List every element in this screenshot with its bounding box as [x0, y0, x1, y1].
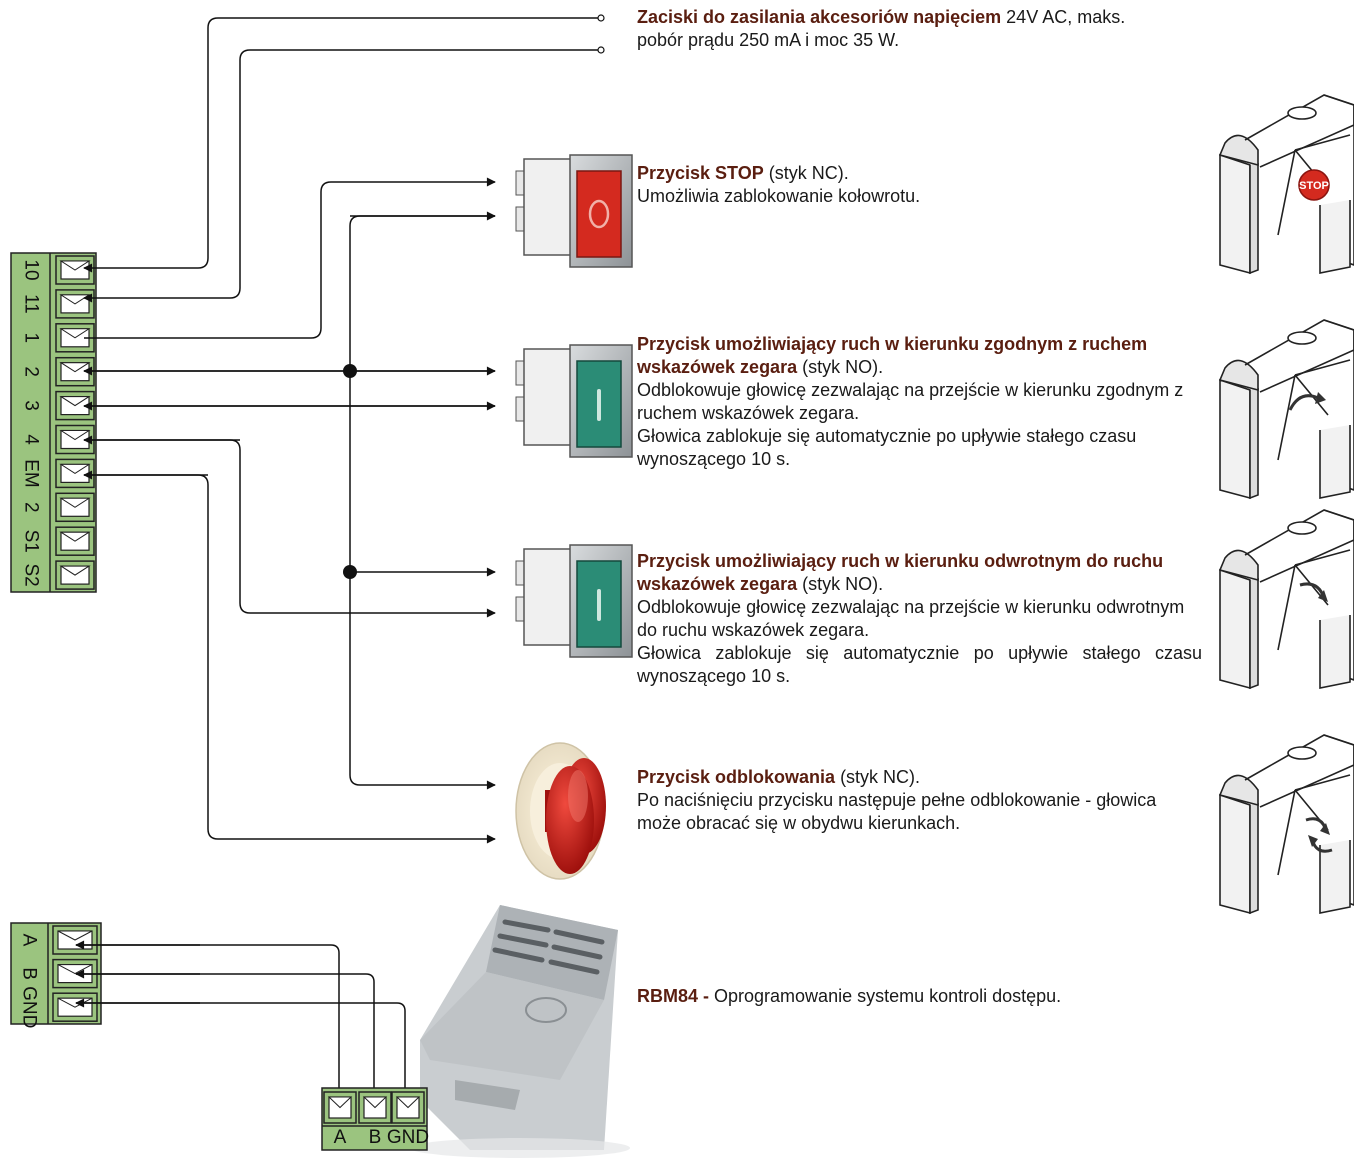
- rbm84-desc: Oprogramowanie systemu kontroli dostępu.: [709, 986, 1062, 1006]
- clockwise-text: Przycisk umożliwiający ruch w kierunku z…: [637, 333, 1202, 471]
- accessories-desc: pobór prądu 250 mA i moc 35 W.: [637, 30, 900, 50]
- accessories-title: Zaciski do zasilania akcesoriów napięcie…: [637, 7, 1002, 27]
- terminal-cell-10: [55, 560, 95, 590]
- counterclockwise-desc-2: Głowica zablokuje się automatycznie po u…: [637, 643, 1202, 686]
- rbm84-text: RBM84 - Oprogramowanie systemu kontroli …: [637, 985, 1197, 1008]
- wire-terminal-1: [84, 177, 496, 339]
- bus-cell-a: [52, 925, 98, 955]
- bus-cell-gnd: [52, 992, 98, 1022]
- module-label: GND: [387, 1127, 429, 1148]
- module-cell-a: [323, 1091, 357, 1124]
- release-title-suffix: (styk NC).: [835, 767, 921, 787]
- release-button-image: [515, 742, 606, 880]
- terminal-cell-7: [55, 458, 95, 489]
- turnstile-illustrations: STOP: [1218, 94, 1354, 915]
- terminal-label: S2: [21, 563, 42, 586]
- terminal-cell-8: [55, 492, 95, 523]
- counterclockwise-text: Przycisk umożliwiający ruch w kierunku o…: [637, 550, 1202, 688]
- stop-title: Przycisk STOP: [637, 163, 764, 183]
- clockwise-title-1: Przycisk umożliwiający ruch w kierunku z…: [637, 334, 1148, 354]
- stop-text: Przycisk STOP (styk NC). Umożliwia zablo…: [637, 162, 1197, 208]
- clockwise-button-image: [515, 344, 633, 458]
- terminal-cell-1: [55, 255, 95, 285]
- turnstile-stop: STOP: [1218, 94, 1354, 275]
- junction-dot: [343, 565, 357, 579]
- terminal-label: 1: [21, 333, 42, 344]
- accessories-title-rest: 24V AC, maks.: [1001, 7, 1126, 27]
- terminal-block-bus: A B GND: [10, 922, 102, 1028]
- stop-sign-label: STOP: [1299, 180, 1329, 192]
- counterclockwise-title-suffix: (styk NO).: [797, 574, 884, 594]
- turnstile-release: [1218, 734, 1354, 915]
- counterclockwise-title-1: Przycisk umożliwiający ruch w kierunku o…: [637, 551, 1164, 571]
- counterclockwise-desc-1: Odblokowuje głowicę zezwalając na przejś…: [637, 597, 1185, 640]
- bus-label: B: [19, 967, 40, 980]
- module-label: A: [334, 1127, 347, 1148]
- release-desc: Po naciśnięciu przycisku następuje pełne…: [637, 790, 1157, 833]
- terminal-label: 11: [21, 294, 42, 314]
- wire-end-open: [597, 14, 605, 22]
- terminal-label: 2: [21, 502, 42, 513]
- wires: [75, 17, 600, 1098]
- clockwise-title-2: wskazówek zegara: [637, 357, 798, 377]
- module-label: B: [369, 1127, 382, 1148]
- wire-common-bus: [349, 215, 496, 790]
- terminal-label: 10: [21, 259, 42, 280]
- counterclockwise-title-2: wskazówek zegara: [637, 574, 798, 594]
- wire-bus-gnd: [76, 1002, 410, 1098]
- rbm84-title: RBM84 -: [637, 986, 710, 1006]
- terminal-label: 4: [21, 434, 42, 445]
- rbm84-module-image: [410, 905, 630, 1158]
- clockwise-desc-2: Głowica zablokuje się automatycznie po u…: [637, 426, 1137, 469]
- wire-terminal-4: [84, 439, 496, 618]
- wire-bus-b: [76, 973, 379, 1098]
- terminal-label: S1: [21, 530, 42, 553]
- stop-button-image: [515, 154, 633, 268]
- bus-label: GND: [19, 986, 40, 1028]
- release-text: Przycisk odblokowania (styk NC). Po naci…: [637, 766, 1197, 835]
- stop-desc: Umożliwia zablokowanie kołowrotu.: [637, 186, 921, 206]
- terminal-cell-2: [55, 289, 95, 319]
- turnstile-clockwise: [1218, 319, 1354, 500]
- wire-bus-a: [76, 944, 344, 1098]
- terminal-label: 3: [21, 400, 42, 411]
- module-cell-gnd: [391, 1091, 425, 1124]
- junction-dot: [343, 364, 357, 378]
- wire-end-open: [597, 46, 605, 54]
- bus-label: A: [19, 934, 40, 947]
- module-cell-b: [358, 1091, 392, 1124]
- release-title: Przycisk odblokowania: [637, 767, 836, 787]
- clockwise-desc-1: Odblokowuje głowicę zezwalając na przejś…: [637, 380, 1184, 423]
- stop-title-suffix: (styk NC).: [763, 163, 849, 183]
- terminal-label: EM: [21, 459, 42, 488]
- accessories-text: Zaciski do zasilania akcesoriów napięcie…: [637, 6, 1197, 52]
- turnstile-counterclockwise: [1218, 509, 1354, 690]
- counterclockwise-button-image: [515, 544, 633, 658]
- wire-terminal-10: [83, 17, 600, 273]
- terminal-label: 2: [21, 366, 42, 377]
- clockwise-title-suffix: (styk NO).: [797, 357, 884, 377]
- wire-terminal-11: [83, 49, 600, 303]
- terminal-cell-9: [55, 526, 95, 556]
